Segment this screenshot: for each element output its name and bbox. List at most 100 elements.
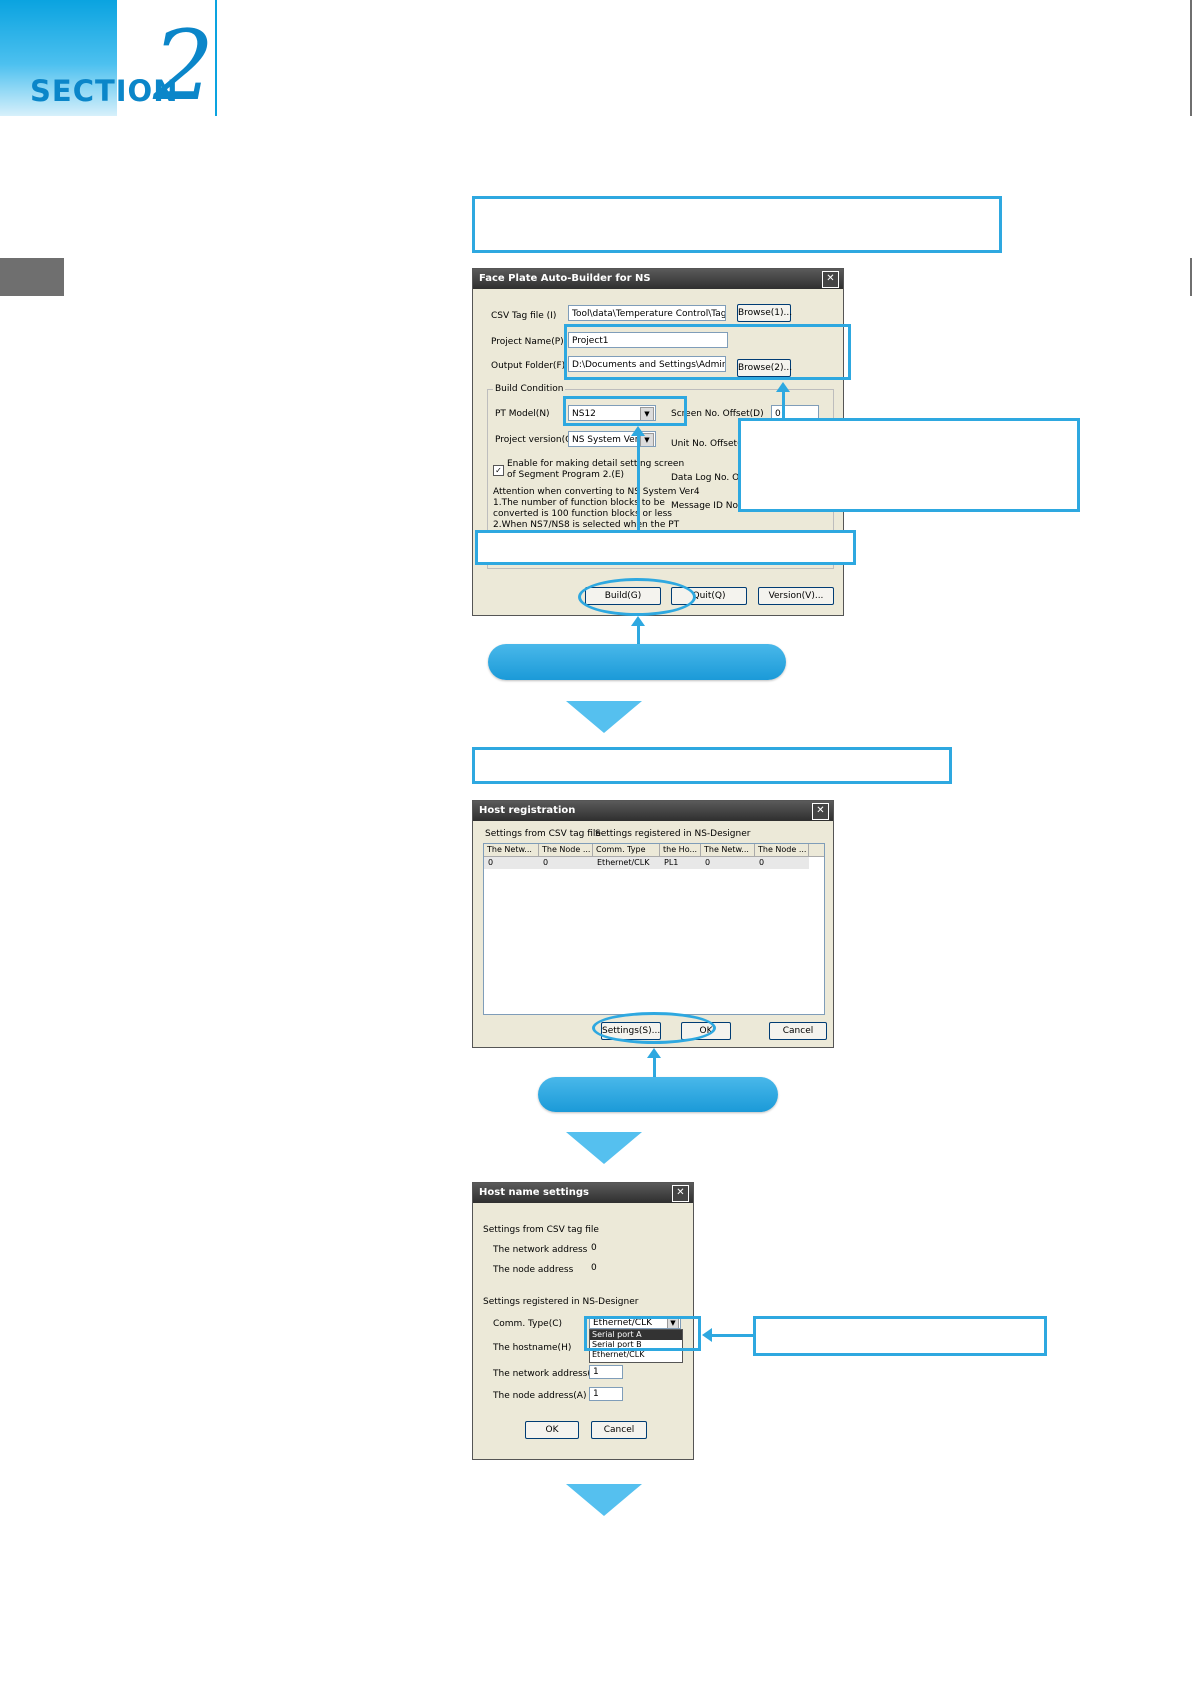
- host-registration-window: Host registration ✕ Settings from CSV ta…: [472, 800, 834, 1048]
- column-header[interactable]: The Node ...: [755, 844, 809, 856]
- chevron-down-icon[interactable]: ▼: [640, 407, 654, 420]
- build-condition-label: Build Condition: [493, 384, 566, 394]
- tab-ns-designer-settings[interactable]: Settings registered in NS-Designer: [595, 829, 751, 839]
- window-titlebar: Host name settings: [473, 1183, 693, 1203]
- csv-tag-label: CSV Tag file (I): [491, 311, 557, 321]
- connector-line: [653, 1058, 656, 1080]
- table-cell: 0: [543, 858, 549, 867]
- pt-model-label: PT Model(N): [495, 409, 550, 419]
- option-ethernet[interactable]: Ethernet/CLK: [592, 1350, 645, 1359]
- right-edge-mark: [1190, 258, 1192, 296]
- table-row[interactable]: 0 0 Ethernet/CLK PL1 0 0: [484, 857, 809, 869]
- checkbox-label-line1: Enable for making detail setting screen: [507, 459, 685, 469]
- callout-note-right: [738, 418, 1080, 512]
- window-titlebar: Host registration: [473, 801, 833, 821]
- close-icon[interactable]: ✕: [812, 803, 829, 820]
- highlight-build-button: [578, 578, 696, 616]
- column-header[interactable]: Comm. Type: [593, 844, 660, 856]
- connector-line: [712, 1334, 754, 1337]
- arrow-left-icon: [702, 1328, 712, 1342]
- project-version-value: NS System Ver4: [572, 435, 645, 445]
- net-address-label: The network address(N): [493, 1369, 602, 1379]
- flow-down-arrow-icon: [566, 701, 642, 733]
- project-version-label: Project version(C): [495, 435, 575, 445]
- csv-tag-input[interactable]: Tool\data\Temperature Control\TagList.cs…: [568, 305, 726, 321]
- callout-note-pt: [475, 530, 856, 565]
- version-button[interactable]: Version(V)...: [758, 587, 834, 605]
- column-header[interactable]: The Netw...: [701, 844, 755, 856]
- right-edge-mark: [1190, 0, 1192, 116]
- option-serial-b[interactable]: Serial port B: [592, 1340, 642, 1349]
- column-header[interactable]: The Netw...: [484, 844, 539, 856]
- attention-line4: 2.When NS7/NS8 is selected when the PT: [493, 520, 680, 530]
- highlight-settings-button: [592, 1012, 716, 1044]
- column-header[interactable]: The Node ...: [539, 844, 593, 856]
- browse2-button[interactable]: Browse(2)...: [737, 359, 792, 377]
- chevron-down-icon[interactable]: ▼: [640, 433, 654, 446]
- output-folder-input[interactable]: D:\Documents and Settings\Administrator\: [568, 356, 726, 372]
- project-name-input[interactable]: Project1: [568, 332, 728, 348]
- pt-model-select[interactable]: NS12 ▼: [568, 405, 656, 421]
- tab-csv-settings[interactable]: Settings from CSV tag file: [485, 829, 601, 839]
- section-csv-label: Settings from CSV tag file: [483, 1225, 599, 1235]
- cancel-button[interactable]: Cancel: [591, 1421, 647, 1439]
- cancel-button[interactable]: Cancel: [769, 1022, 827, 1040]
- host-list[interactable]: The Netw... The Node ... Comm. Type the …: [483, 843, 825, 1015]
- section-divider: [215, 0, 217, 116]
- callout-comm-type: [584, 1316, 701, 1351]
- arrow-up-icon: [647, 1048, 661, 1058]
- node-address-set-label: The node address(A): [493, 1391, 587, 1401]
- message-id-label: Message ID No. O: [671, 501, 751, 511]
- project-name-label: Project Name(P): [491, 337, 564, 347]
- pt-model-value: NS12: [572, 409, 596, 419]
- net-address-stepper[interactable]: 1: [589, 1365, 623, 1379]
- option-serial-a[interactable]: Serial port A: [590, 1330, 682, 1340]
- close-icon[interactable]: ✕: [822, 271, 839, 288]
- side-tab-marker: [0, 258, 64, 296]
- output-folder-label: Output Folder(F): [491, 361, 566, 371]
- callout-box-step1: [472, 196, 1002, 253]
- window-titlebar: Face Plate Auto-Builder for NS: [473, 269, 843, 289]
- ok-button[interactable]: OK: [525, 1421, 579, 1439]
- node-address-label: The node address: [493, 1265, 574, 1275]
- window-title: Host registration: [479, 805, 576, 816]
- close-icon[interactable]: ✕: [672, 1185, 689, 1202]
- section-label: SECTION: [30, 74, 179, 108]
- checkbox-segment[interactable]: ✓: [493, 465, 504, 476]
- arrow-up-icon: [776, 382, 790, 392]
- table-cell: 0: [488, 858, 494, 867]
- host-name-settings-window: Host name settings ✕ Settings from CSV t…: [472, 1182, 694, 1460]
- attention-line2: 1.The number of function blocks to be: [493, 498, 665, 508]
- arrow-up-icon: [631, 426, 645, 436]
- attention-line1: Attention when converting to NS System V…: [493, 487, 700, 497]
- network-address-label: The network address: [493, 1245, 588, 1255]
- table-cell: Ethernet/CLK: [597, 858, 650, 867]
- comm-type-select[interactable]: Ethernet/CLK ▼: [589, 1316, 681, 1329]
- callout-box-step2: [472, 747, 952, 784]
- connector-line: [637, 626, 640, 650]
- list-header: The Netw... The Node ... Comm. Type the …: [484, 844, 824, 857]
- column-header[interactable]: the Ho...: [660, 844, 701, 856]
- attention-line3: converted is 100 function blocks or less: [493, 509, 672, 519]
- network-address-value: 0: [591, 1243, 597, 1253]
- callout-pt-model: [563, 396, 687, 426]
- browse1-button[interactable]: Browse(1)...: [737, 304, 792, 322]
- section-ns-designer-label: Settings registered in NS-Designer: [483, 1297, 639, 1307]
- unit-offset-label: Unit No. Offset(S): [671, 439, 750, 449]
- data-log-label: Data Log No. Offs: [671, 473, 751, 483]
- callout-note-comm-type: [753, 1316, 1047, 1356]
- flow-down-arrow-icon: [566, 1484, 642, 1516]
- step-pill-settings: [538, 1077, 778, 1112]
- comm-type-value: Ethernet/CLK: [593, 1318, 653, 1328]
- connector-line: [782, 392, 785, 418]
- node-address-stepper[interactable]: 1: [589, 1387, 623, 1401]
- arrow-up-icon: [631, 616, 645, 626]
- table-cell: 0: [759, 858, 765, 867]
- window-title: Host name settings: [479, 1187, 589, 1198]
- step-pill-build: [488, 644, 786, 680]
- screen-offset-label: Screen No. Offset(D): [671, 409, 764, 419]
- connector-line: [637, 436, 640, 530]
- callout-project-output: [564, 324, 851, 380]
- comm-type-dropdown[interactable]: Serial port A Serial port B Ethernet/CLK: [589, 1329, 683, 1363]
- table-cell: 0: [705, 858, 711, 867]
